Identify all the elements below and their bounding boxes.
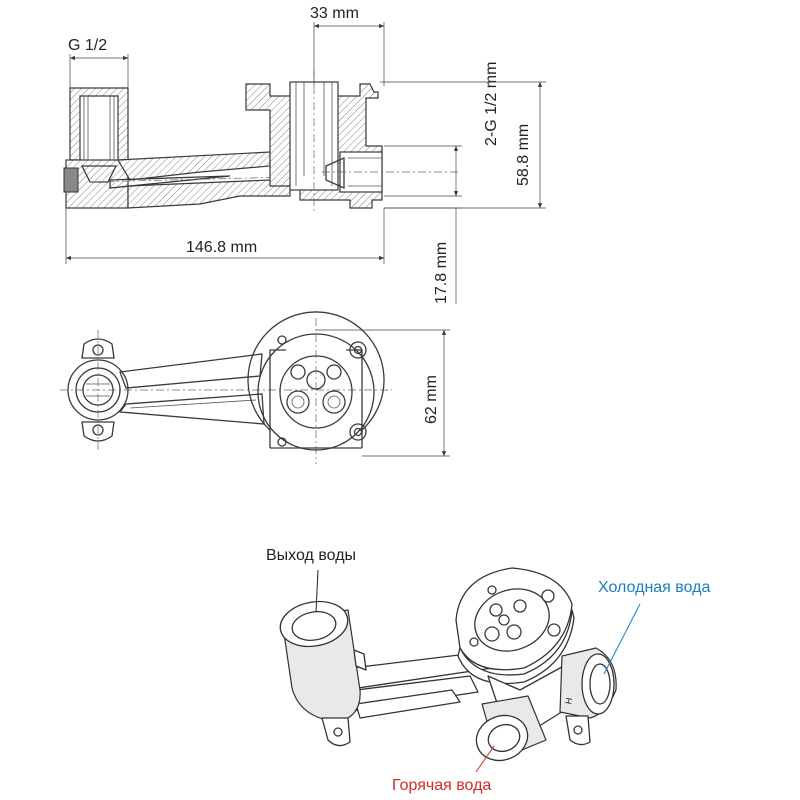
isometric-view: H Выход воды Холодная вода Горячая вода — [266, 547, 710, 794]
cold-leader — [603, 603, 641, 675]
dim-58-8mm: 58.8 mm — [515, 124, 532, 186]
dim-146-8mm: 146.8 mm — [186, 239, 257, 256]
dim-17-8mm: 17.8 mm — [433, 242, 450, 304]
left-socket-outline — [67, 359, 129, 421]
label-hot-water: Горячая вода — [392, 777, 491, 794]
port-center — [306, 370, 326, 390]
hot-leader — [475, 745, 495, 773]
port-bottom-right — [322, 390, 346, 414]
port-top-left — [290, 364, 306, 380]
port-top-right — [326, 364, 342, 380]
label-cold-water: Холодная вода — [598, 579, 710, 596]
dim-33mm: 33 mm — [310, 5, 359, 22]
dim-g-half-left: G 1/2 — [68, 37, 107, 54]
dim-62mm: 62 mm — [423, 375, 440, 424]
outlet-leader — [315, 569, 319, 613]
left-ear-bottom — [81, 421, 115, 442]
port-bottom-left — [286, 390, 310, 414]
label-water-outlet: Выход воды — [266, 547, 356, 564]
left-ear-top — [81, 338, 115, 359]
section-view: 33 mm G 1/2 2-G 1/2 mm 58.8 mm 17.8 mm 1… — [63, 5, 546, 304]
svg-text:H: H — [563, 697, 574, 705]
left-socket-wall — [69, 87, 129, 161]
channel-body — [116, 151, 271, 181]
plan-view: 62 mm — [60, 311, 450, 464]
dim-2g-half: 2-G 1/2 mm — [483, 62, 500, 146]
filter-mesh — [63, 167, 79, 193]
flange-outline — [247, 311, 385, 448]
